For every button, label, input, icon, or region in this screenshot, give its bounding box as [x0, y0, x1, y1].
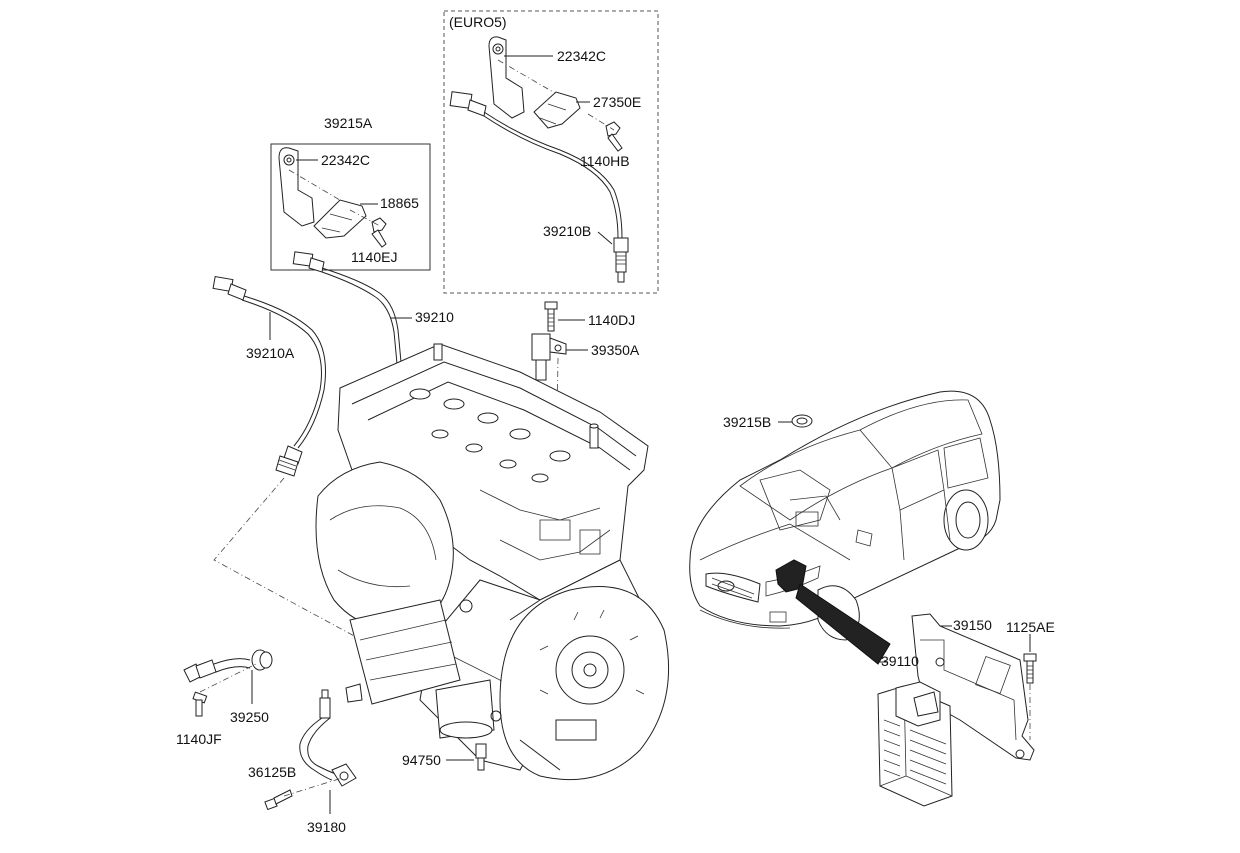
bracket-22342c-euro: [488, 36, 525, 119]
wire-39210a: [243, 295, 326, 449]
wire-39210b-edge: [483, 115, 619, 239]
ecu-callout-arrow: [795, 583, 891, 665]
label-39210b: 39210B: [543, 223, 591, 239]
centerline-euro-bracket: [497, 59, 561, 97]
bolt-1140jf: [192, 691, 208, 717]
label-36125b: 36125B: [248, 764, 296, 780]
crank-sensor-39180: [331, 763, 357, 787]
label-39215b: 39215B: [723, 414, 771, 430]
oxygen-sensor-39210a: [275, 445, 303, 477]
wire-39180: [299, 717, 333, 781]
label-39215a: 39215A: [324, 115, 373, 131]
bolt-1140ej: [371, 217, 387, 248]
label-39150: 39150: [953, 617, 992, 633]
euro5-group-label: (EURO5): [449, 14, 507, 30]
bolt-1140dj: [544, 301, 558, 332]
sensor-94750: [475, 743, 487, 771]
label-22342c: 22342C: [321, 152, 370, 168]
euro5-group-box: [443, 10, 659, 294]
label-1140ej: 1140EJ: [351, 249, 397, 265]
connector-39210a: [212, 275, 247, 301]
label-94750: 94750: [402, 752, 441, 768]
centerline-1140hb: [587, 113, 615, 131]
bolt-36125b: [264, 789, 293, 811]
wire-39210a-edge: [241, 299, 322, 447]
label-27350e: 27350E: [593, 94, 641, 110]
vehicle-illustration: [689, 390, 1001, 641]
connector-39180: [319, 689, 331, 719]
centerline-39210a: [213, 477, 381, 651]
cam-sensor-39350a: [531, 333, 567, 381]
connector-39210b: [449, 91, 487, 117]
centerline-1140jf: [199, 663, 257, 693]
label-39180: 39180: [307, 819, 346, 835]
group-box-39215a: [270, 143, 431, 271]
clip-27350e: [533, 91, 581, 129]
leader-39210b: [597, 231, 613, 245]
label-39210a: 39210A: [246, 345, 295, 361]
label-39250: 39250: [230, 709, 269, 725]
wire-39210b: [483, 111, 623, 239]
engine-assembly: [315, 343, 669, 781]
grommet-39215b: [791, 414, 813, 428]
bolt-1140hb: [605, 121, 623, 152]
label-22342c-euro: 22342C: [557, 48, 606, 64]
bracket-22342c: [278, 147, 315, 227]
centerline-36125b: [283, 777, 343, 797]
label-1140hb: 1140HB: [580, 153, 630, 169]
label-39350a: 39350A: [591, 342, 640, 358]
label-18865: 18865: [380, 195, 419, 211]
wire-39250-edge: [215, 666, 251, 673]
oxygen-sensor-39210b: [613, 237, 629, 283]
connector-39210: [292, 251, 325, 273]
label-1140jf: 1140JF: [176, 731, 222, 747]
label-39110: 39110: [881, 653, 919, 669]
centerline-bracket-22342c: [288, 169, 351, 207]
label-1140dj: 1140DJ: [588, 312, 635, 328]
label-1125ae: 1125AE: [1006, 619, 1055, 635]
ecu-39110: [877, 681, 953, 807]
centerline-1140ej: [349, 209, 381, 227]
clip-18865: [313, 199, 367, 239]
knock-sensor-39250: [251, 649, 273, 671]
connector-39250: [183, 659, 217, 683]
wire-39250: [213, 658, 251, 665]
wire-39180-edge: [307, 717, 337, 775]
label-39210: 39210: [415, 309, 454, 325]
bolt-1125ae: [1023, 653, 1037, 684]
